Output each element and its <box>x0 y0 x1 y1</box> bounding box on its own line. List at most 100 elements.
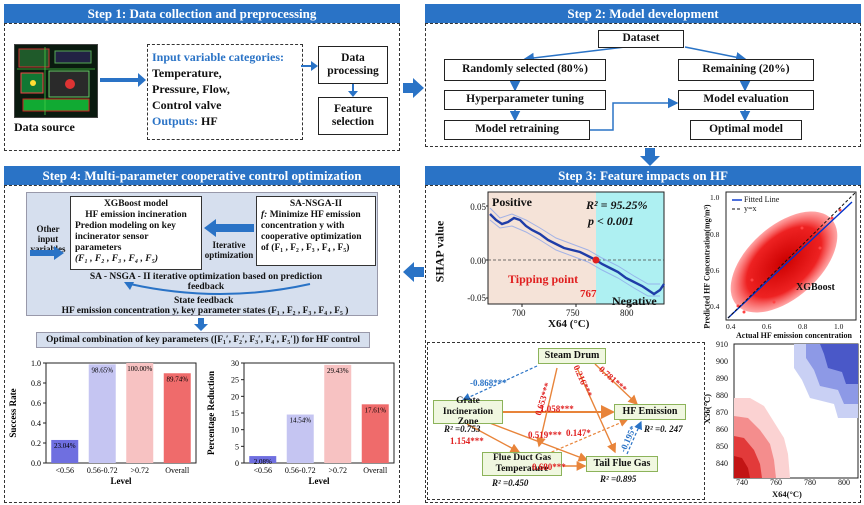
arrow-source-to-inputs <box>100 73 146 87</box>
outputs-label: Outputs: <box>152 114 199 128</box>
coef-flue-hf: 0.147* <box>566 428 591 438</box>
bar <box>163 373 191 463</box>
state-feedback-label: State feedback <box>174 296 234 306</box>
nsga-title: SA-NSGA-II <box>289 199 343 209</box>
input-item: Pressure, Flow, <box>152 82 230 96</box>
arrow-processing-to-feature <box>348 84 358 97</box>
scatter-model-label: XGBoost <box>796 282 835 293</box>
xgboost-model-box: XGBoost model HF emission incineration P… <box>70 196 202 270</box>
scatter-ylabel-wrap: Predicted HF Concentration(mg/m³) <box>698 204 712 328</box>
arrow-step1-to-step2 <box>403 78 424 98</box>
x-tick-label: >0.72 <box>130 466 149 475</box>
contour-ylabel-wrap: X56(°C) <box>700 394 712 424</box>
y-tick-label: 0.0 <box>31 459 41 468</box>
prediction-scatter-plot <box>725 191 857 321</box>
contour-ytick: 880 <box>716 391 728 400</box>
shap-xtick: 800 <box>620 308 634 318</box>
step4-panel <box>4 185 400 503</box>
scatter-xtick: 1.0 <box>834 322 844 331</box>
y-tick-label: 30 <box>231 359 239 368</box>
scatter-ytick: 0.6 <box>710 266 720 275</box>
scatter-xtick: 0.6 <box>762 322 772 331</box>
contour-xtick: 780 <box>804 478 816 487</box>
coef-grate-tail: 0.519*** <box>528 430 562 440</box>
scatter-xlabel: Actual HF emission concentration <box>736 331 852 340</box>
shap-positive-label: Positive <box>492 195 532 209</box>
tipping-point-marker <box>592 256 600 264</box>
feedback-arc <box>124 282 311 295</box>
y-tick-label: 20 <box>231 392 239 401</box>
hf-emission-node: HF Emission <box>614 404 686 420</box>
arrow-other-inputs <box>30 246 64 260</box>
scatter-xtick: 0.4 <box>726 322 736 331</box>
shap-xtick: 750 <box>566 308 580 318</box>
y-tick-label: 1.0 <box>31 359 41 368</box>
sa-nsga-iterative-line: SA - NSGA - II iterative optimization ba… <box>89 272 323 292</box>
shap-ylabel: SHAP value <box>432 220 447 283</box>
step1-header: Step 1: Data collection and preprocessin… <box>4 4 400 23</box>
percentage-reduction-chart: 0510152025302.08%<0.5614.54%0.56-0.7229.… <box>206 359 395 486</box>
shap-ylabel-wrap: SHAP value <box>431 216 447 286</box>
bar-value-label: 98.65% <box>91 366 113 374</box>
r2-flue: R² =0.450 <box>492 478 529 488</box>
shap-ytick: 0.00 <box>470 256 486 266</box>
bar <box>324 364 352 463</box>
y-tick-label: 25 <box>231 376 239 385</box>
input-variables-box: Input variable categories: Temperature, … <box>147 44 303 140</box>
x-tick-label: >0.72 <box>328 466 347 475</box>
x-tick-label: Overall <box>165 466 190 475</box>
contour-ytick: 910 <box>716 340 728 349</box>
y-tick-label: 0.2 <box>31 439 41 448</box>
x-axis-label: Level <box>309 476 330 486</box>
y-tick-label: 0.6 <box>31 399 41 408</box>
data-processing-box: Data processing <box>318 46 388 84</box>
xgboost-subtitle: HF emission incineration <box>85 210 187 220</box>
shap-xlabel: X64 (°C) <box>548 318 590 330</box>
bar <box>286 414 314 463</box>
x-tick-label: <0.56 <box>253 466 272 475</box>
tipping-point-label: Tipping point <box>508 272 579 286</box>
tipping-point-value: 767 <box>580 288 597 300</box>
legend-y-equals-x: y=x <box>744 204 757 213</box>
contour-ytick: 890 <box>716 374 728 383</box>
input-heading: Input variable categories: <box>152 50 284 64</box>
shap-curve <box>489 213 665 296</box>
model-retraining-box: Model retraining <box>444 120 590 140</box>
other-input-variables-label: Other input variables <box>30 224 66 254</box>
xgboost-body: Predion modeling on key incinerator sens… <box>75 221 176 253</box>
y-tick-label: 5 <box>235 442 239 451</box>
y-axis-label: Percentage Reduction <box>206 371 216 455</box>
bar-value-label: 2.08% <box>254 458 272 466</box>
bar-value-label: 23.04% <box>54 442 76 450</box>
r2-hf: R² =0. 247 <box>644 424 683 434</box>
arrow-step3-to-step4 <box>403 262 424 282</box>
hf-state-line: HF emission concentration y, key paramet… <box>61 306 349 316</box>
hyperparameter-tuning-box: Hyperparameter tuning <box>444 90 606 110</box>
shap-ytick: -0.05 <box>467 293 486 303</box>
feature-selection-box: Feature selection <box>318 97 388 135</box>
x-tick-label: 0.56-0.72 <box>285 466 316 475</box>
bar <box>361 404 389 463</box>
bar <box>249 456 277 463</box>
x-tick-label: Overall <box>363 466 388 475</box>
scatter-ytick: 0.8 <box>710 230 720 239</box>
bar-value-label: 14.54% <box>289 417 311 425</box>
arrow-inputs-to-processing <box>301 61 318 71</box>
contour-plot <box>733 343 859 479</box>
contour-ylabel: X56(°C) <box>702 394 712 424</box>
y-tick-label: 0.4 <box>31 419 41 428</box>
arrow-step2-to-step3 <box>640 148 660 166</box>
bar-value-label: 89.74% <box>166 375 188 383</box>
flue-duct-node: Flue Duct Gas Temperature <box>482 452 562 476</box>
x-tick-label: <0.56 <box>55 466 74 475</box>
nsga-box: SA-NSGA-II f: Minimize HF emission conce… <box>256 196 376 266</box>
bar-value-label: 29.43% <box>327 367 349 375</box>
arrow-iterative <box>204 219 254 237</box>
path-diagram-panel <box>427 342 705 500</box>
scatter-xtick: 0.8 <box>798 322 808 331</box>
r2-tail: R² =0.895 <box>600 474 637 484</box>
coef-flue-tail: 0.680*** <box>532 462 566 472</box>
iterative-optimization-label: Iterative optimization <box>204 240 254 260</box>
bar-value-label: 100.00% <box>127 365 152 373</box>
x-axis-label: Level <box>111 476 132 486</box>
